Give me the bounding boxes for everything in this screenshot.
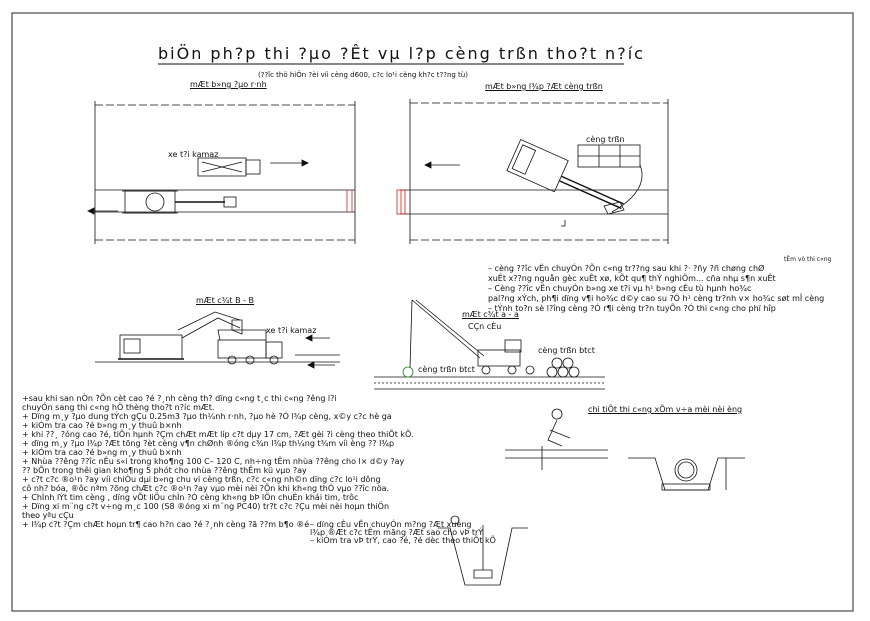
notes-left-7: + Nhùa ??êng ??îc nÊu s«i trong kho¶ng 1… — [22, 457, 405, 466]
laying-plan-heading: mÆt b»ng l¾p ?Æt cèng trßn — [485, 82, 603, 91]
section-bb-truck-label: xe t?i kamaz — [266, 326, 317, 335]
pit-detail-view — [438, 515, 528, 586]
notes-left-5: + dïng m¸y ?µo l¾p ?Æt tõng ?èt cèng v¶n… — [22, 439, 395, 448]
notes-left-10: cô nh? bóa, ®ôc nªm ?õng chÆt c?c ®o¹n ?… — [22, 484, 390, 493]
laying-pipe-label: cèng trßn — [586, 135, 625, 144]
section-aa-view — [374, 299, 605, 390]
excavation-plan-heading: mÆt b»ng ?µo r·nh — [190, 80, 267, 89]
notes-right-3: pal?ng xÝch, ph¶i dïng v¶i ho¾c d©y cao … — [488, 294, 825, 303]
notes-left-3: + kiÓm tra cao ?é b»ng m¸y thuû b×nh — [22, 421, 182, 430]
notes-left-14: + l¾p c?t ?Çm chÆt hoµn tr¶ cao h?n cao … — [22, 520, 310, 529]
section-aa-stack-label: cèng trßn btct — [538, 346, 595, 355]
notes-right-4: – tÝnh to?n sè l?îng cèng ?Ó r¶i cèng tr… — [488, 304, 776, 313]
notes-left-4: + khi ??¸ ?óng cao ?é, tiÕn hµnh ?Çm chÆ… — [22, 430, 414, 439]
notes-left-2: + Dïng m¸y ?µo dung tÝch gÇu 0.25m3 ?µo … — [22, 412, 392, 421]
excavation-truck-label: xe t?i kamaz — [168, 150, 219, 159]
section-bb-heading: mÆt c¾t B - B — [196, 296, 255, 305]
notes-right-1: xuÊt x??ng nguån gèc xuÊt xø, kÕt qu¶ th… — [488, 274, 776, 283]
notes-left-1: chuyÓn sang thi c«ng hÖ thèng tho?t n?íc… — [22, 403, 215, 412]
sheet-border — [11, 12, 854, 612]
excavation-plan-view — [87, 101, 356, 244]
laying-note-label: tÊm vò thi c«ng — [784, 256, 832, 263]
notes-left-12: + Dïng xi m¨ng c?t v÷ng m¸c 100 (S8 ®óng… — [22, 502, 390, 511]
joint-detail-view — [505, 408, 745, 491]
section-aa-heading: mÆt c¾t a - a — [462, 310, 519, 319]
notes-right-2: – Cèng ??îc vËn chuyÓn b»ng xe t?i vµ h¹… — [488, 284, 752, 293]
notes-bottom-0: – dïng cÈu vËn chuyÓn m?ng ?Æt xuèng — [310, 520, 472, 529]
joint-detail-heading: chi tiÕt thi c«ng xÕm v÷a mèi nèi èng — [588, 405, 743, 414]
notes-right-0: – cèng ??îc vËn chuyÓn ?Õn c«ng tr??ng s… — [488, 264, 765, 273]
notes-bottom-1: l¾p ®Æt c?c tÊm mãng ?Æt sao cho vÞ trÝ — [310, 528, 484, 537]
laying-plan-view — [396, 99, 669, 244]
drawing-subtitle: (??îc thö hiÖn ?èi víi cèng d600, c?c lo… — [258, 71, 468, 79]
section-aa-crane-label: CÇn cÈu — [468, 322, 502, 331]
notes-left-11: + ChÌnh lÝt tim cèng , dïng vÕt liÖu chÌ… — [22, 493, 359, 502]
drawing-title: biÖn ph?p thi ?µo ?Êt vµ l?p cèng trßn t… — [158, 44, 645, 63]
notes-left-8: ?? bÕn trong thêi gian kho¶ng 5 phót cho… — [22, 466, 307, 475]
notes-left-9: + c?t c?c ®o¹n ?ay víi chiÒu dµi b»ng ch… — [22, 475, 381, 484]
notes-left-13: theo yªu cÇu — [22, 511, 74, 520]
notes-bottom-2: – kiÓm tra vÞ trÝ, cao ?é, ?é dèc theo t… — [310, 536, 496, 545]
section-bb-view — [95, 311, 340, 369]
section-aa-pipe-label: cèng trßn btct — [418, 365, 475, 374]
notes-left-6: + kiÓm tra cao ?é b»ng m¸y thuû b×nh — [22, 448, 182, 457]
notes-left-0: +sau khi san nÒn ?Õn cèt cao ?é ?¸nh cèn… — [22, 394, 337, 403]
